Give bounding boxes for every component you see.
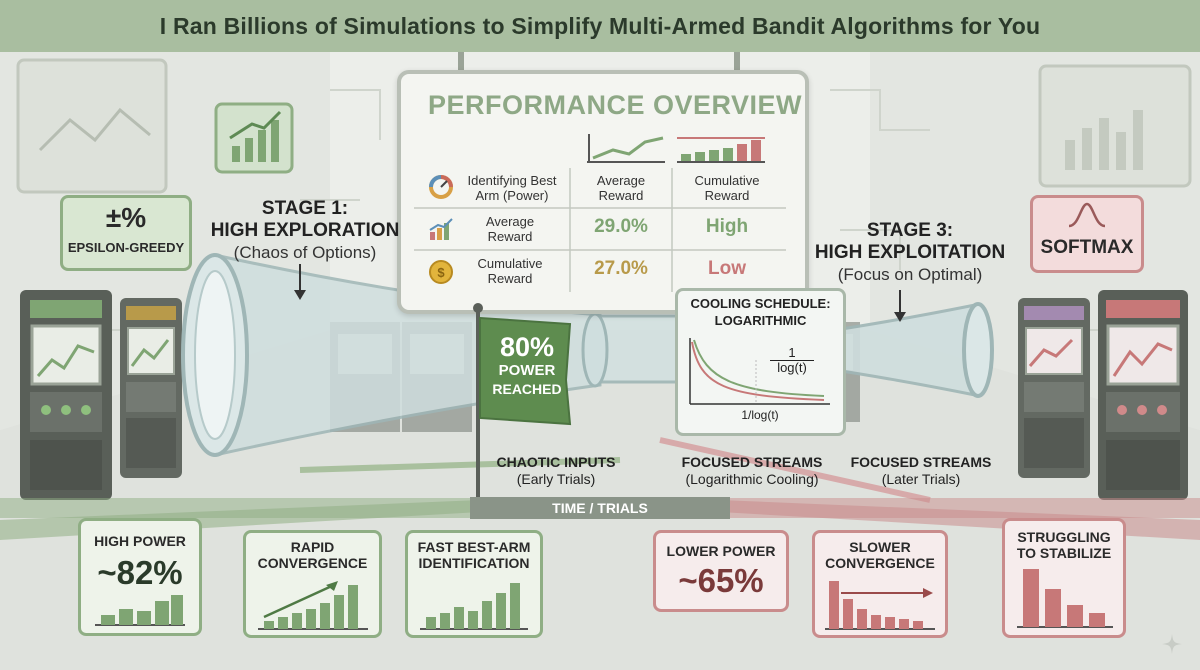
- overview-row-label: Cumulative Reward: [477, 256, 543, 286]
- card-high-power-label: HIGH POWER: [94, 533, 186, 549]
- card-struggling-label: STRUGGLING TO STABILIZE: [1016, 529, 1112, 561]
- performance-overview-panel: [397, 70, 809, 314]
- timeline-red-track: [730, 498, 1200, 518]
- page-title: I Ran Billions of Simulations to Simplif…: [159, 12, 1041, 39]
- epsilon-greedy-label: EPSILON-GREEDY: [67, 240, 185, 255]
- overview-row-value2: Low: [708, 258, 746, 279]
- card-high-power: HIGH POWER ~82%: [78, 518, 202, 636]
- overview-header-average: Average Reward: [596, 173, 646, 203]
- flag-text: 80% POWER REACHED: [484, 332, 570, 398]
- cooling-fraction-num: 1: [788, 345, 796, 360]
- gauge-icon: [429, 175, 453, 199]
- stage1-block: STAGE 1: HIGH EXPLORATION (Chaos of Opti…: [205, 198, 405, 264]
- sparkle-icon: [1162, 634, 1182, 654]
- caption-focused-later-sub: (Later Trials): [881, 471, 961, 487]
- overview-table-grid: [414, 168, 786, 292]
- cooling-title-line1: COOLING SCHEDULE:: [690, 296, 831, 311]
- svg-text:$: $: [437, 265, 445, 280]
- bell-curve-icon: [1068, 202, 1106, 228]
- card-struggling: STRUGGLING TO STABILIZE: [1002, 518, 1126, 638]
- overview-header-power: Identifying Best Arm (Power): [467, 173, 557, 203]
- card-high-power-value: ~82%: [97, 554, 183, 591]
- stage1-title: STAGE 1:: [261, 198, 349, 219]
- overview-row-value1: 29.0%: [594, 216, 648, 237]
- flag-line3: REACHED: [492, 381, 562, 397]
- card-lower-power-value: ~65%: [678, 562, 764, 599]
- cooling-curve-chart: [689, 338, 830, 405]
- overview-row-value2: High: [705, 216, 749, 237]
- caption-chaotic-title: CHAOTIC INPUTS: [496, 454, 616, 470]
- timeline-label: TIME / TRIALS: [470, 497, 730, 519]
- card-struggling-chart: [1017, 569, 1113, 628]
- caption-focused-later: FOCUSED STREAMS (Later Trials): [844, 454, 998, 488]
- caption-focused-log: FOCUSED STREAMS (Logarithmic Cooling): [670, 454, 834, 488]
- timeline-green-track: [0, 498, 470, 518]
- card-fast-label: FAST BEST-ARM IDENTIFICATION: [417, 539, 531, 571]
- plus-minus-percent-icon: ±%: [105, 202, 147, 233]
- coin-icon: $: [429, 260, 453, 284]
- stage3-title: STAGE 3:: [866, 220, 954, 241]
- card-rapid-chart: [258, 581, 368, 630]
- cooling-fraction-den: log(t): [770, 360, 814, 375]
- overview-row-value1: 27.0%: [594, 258, 648, 279]
- cooling-title-line2: LOGARITHMIC: [714, 313, 807, 328]
- flag-percent: 80%: [499, 332, 555, 362]
- epsilon-greedy-badge: ±% EPSILON-GREEDY: [60, 195, 192, 271]
- cooling-title: COOLING SCHEDULE: LOGARITHMIC: [678, 295, 843, 329]
- cooling-fraction: 1 log(t): [770, 346, 814, 375]
- power-flag: [473, 303, 572, 518]
- softmax-badge: SOFTMAX: [1030, 195, 1144, 273]
- card-fast-identification: FAST BEST-ARM IDENTIFICATION: [405, 530, 543, 638]
- arrow-down-icon: [894, 290, 906, 322]
- stage3-block: STAGE 3: HIGH EXPLOITATION (Focus on Opt…: [810, 220, 1010, 286]
- cooling-axis-label: 1/log(t): [741, 408, 779, 422]
- caption-focused-log-sub: (Logarithmic Cooling): [685, 471, 819, 487]
- overview-row-label: Average Reward: [485, 214, 535, 244]
- caption-chaotic: CHAOTIC INPUTS (Early Trials): [482, 454, 630, 488]
- card-high-power-chart: [95, 595, 185, 626]
- flag-line2: POWER: [498, 362, 556, 379]
- softmax-label: SOFTMAX: [1040, 237, 1134, 258]
- card-slower-chart: [825, 581, 935, 630]
- card-fast-chart: [420, 583, 528, 630]
- card-lower-power: LOWER POWER ~65%: [653, 530, 789, 612]
- overview-header-cumulative: Cumulative Reward: [694, 173, 760, 203]
- arrow-down-icon: [294, 264, 306, 300]
- caption-focused-later-title: FOCUSED STREAMS: [850, 454, 992, 470]
- card-lower-power-label: LOWER POWER: [666, 543, 776, 559]
- caption-focused-log-title: FOCUSED STREAMS: [681, 454, 823, 470]
- overview-heading: PERFORMANCE OVERVIEW: [428, 90, 803, 120]
- bar-chart-icon: [429, 218, 453, 240]
- overview-mini-charts: [587, 134, 765, 163]
- card-rapid-convergence: RAPID CONVERGENCE: [243, 530, 382, 638]
- card-rapid-label: RAPID CONVERGENCE: [257, 539, 368, 571]
- card-slower-label: SLOWER CONVERGENCE: [825, 539, 935, 571]
- title-bar: I Ran Billions of Simulations to Simplif…: [0, 0, 1200, 52]
- stage3-note: (Focus on Optimal): [837, 265, 983, 284]
- caption-chaotic-sub: (Early Trials): [516, 471, 596, 487]
- stage1-note: (Chaos of Options): [233, 243, 377, 262]
- stage3-subtitle: HIGH EXPLOITATION: [814, 242, 1006, 263]
- stage1-subtitle: HIGH EXPLORATION: [210, 220, 400, 241]
- card-slower-convergence: SLOWER CONVERGENCE: [812, 530, 948, 638]
